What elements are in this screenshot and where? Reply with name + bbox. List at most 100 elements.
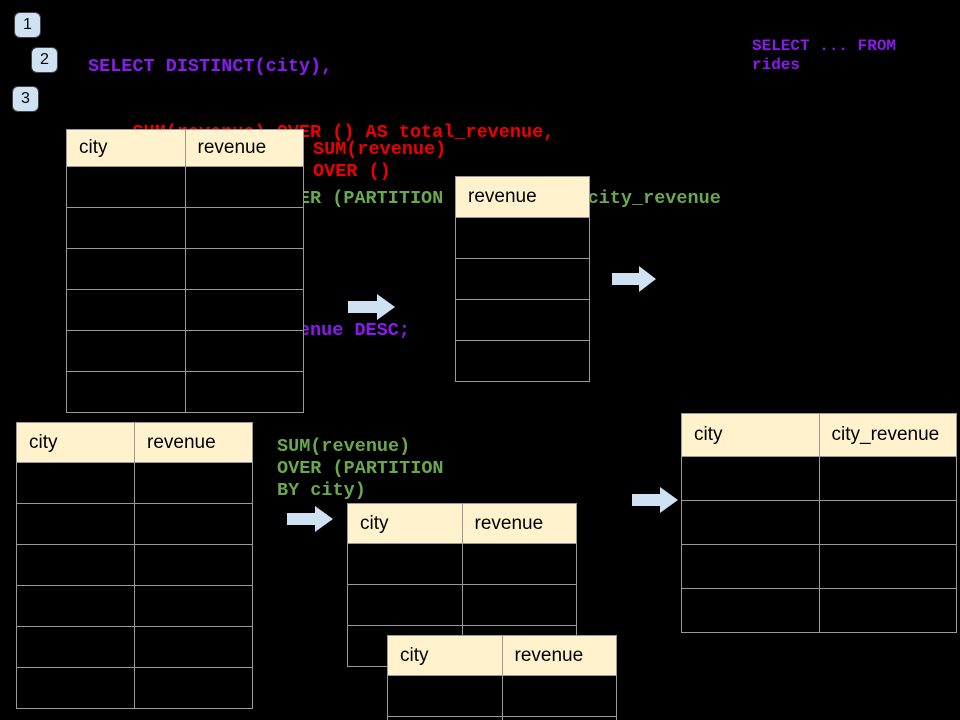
empty-cell <box>134 667 253 709</box>
column-header: city <box>347 503 463 544</box>
table-row <box>66 248 304 290</box>
empty-cell <box>818 588 957 633</box>
empty-cell <box>461 543 577 585</box>
empty-cell <box>16 462 135 504</box>
table-row <box>66 207 304 249</box>
step-badge-1: 1 <box>14 12 41 38</box>
column-header: revenue <box>184 129 304 167</box>
empty-cell <box>16 667 135 709</box>
table-row <box>16 544 253 586</box>
table-row <box>455 258 590 300</box>
table-row <box>681 544 957 589</box>
empty-cell <box>134 626 253 668</box>
column-header: revenue <box>455 176 590 218</box>
empty-cell <box>818 500 957 545</box>
table-row <box>66 166 304 208</box>
empty-cell <box>16 626 135 668</box>
table-row <box>16 462 253 504</box>
table-row <box>347 543 577 585</box>
select-from-rides-note: SELECT ... FROM rides <box>752 37 897 74</box>
empty-cell <box>16 503 135 545</box>
right-arrow-icon <box>612 266 656 292</box>
empty-cell <box>184 166 304 208</box>
column-header: city <box>66 129 186 167</box>
empty-cell <box>16 544 135 586</box>
empty-cell <box>16 585 135 627</box>
table-row <box>66 289 304 331</box>
column-header: city <box>16 422 135 463</box>
empty-cell <box>184 371 304 413</box>
empty-cell <box>184 289 304 331</box>
empty-cell <box>818 456 957 501</box>
empty-cell <box>681 544 820 589</box>
sql-line-select: SELECT DISTINCT(city), <box>88 56 333 77</box>
empty-cell <box>66 330 186 372</box>
empty-cell <box>387 675 503 717</box>
empty-cell <box>681 588 820 633</box>
empty-cell <box>681 456 820 501</box>
table-row <box>66 371 304 413</box>
column-header: revenue <box>501 635 617 676</box>
revenue-column-table: revenue <box>455 176 590 382</box>
table-row <box>455 299 590 341</box>
table-row <box>387 716 617 720</box>
empty-cell <box>387 716 503 720</box>
annotation-sum-over-all: SUM(revenue) OVER () <box>313 139 447 182</box>
table-row <box>16 585 253 627</box>
annotation-sum-over-partition: SUM(revenue) OVER (PARTITION BY city) <box>277 436 444 501</box>
right-arrow-icon <box>287 506 333 532</box>
empty-cell <box>455 258 590 300</box>
empty-cell <box>134 544 253 586</box>
table-row <box>681 588 957 633</box>
column-header: city <box>681 413 820 457</box>
step-badge-3: 3 <box>12 86 39 112</box>
step-badge-2: 2 <box>31 47 58 73</box>
empty-cell <box>818 544 957 589</box>
table-row <box>16 503 253 545</box>
table-row <box>16 626 253 668</box>
empty-cell <box>347 543 463 585</box>
empty-cell <box>134 585 253 627</box>
column-header: revenue <box>134 422 253 463</box>
empty-cell <box>455 340 590 382</box>
empty-cell <box>501 675 617 717</box>
column-header: city_revenue <box>818 413 957 457</box>
empty-cell <box>455 217 590 259</box>
table-row <box>681 456 957 501</box>
empty-cell <box>134 503 253 545</box>
empty-cell <box>66 207 186 249</box>
empty-cell <box>184 207 304 249</box>
right-arrow-icon <box>348 294 395 320</box>
table-row <box>387 675 617 717</box>
empty-cell <box>461 584 577 626</box>
right-arrow-icon <box>632 487 678 513</box>
empty-cell <box>66 289 186 331</box>
empty-cell <box>66 248 186 290</box>
table-row <box>347 584 577 626</box>
empty-cell <box>134 462 253 504</box>
empty-cell <box>184 248 304 290</box>
empty-cell <box>184 330 304 372</box>
header-row: revenue <box>455 176 590 218</box>
column-header: revenue <box>461 503 577 544</box>
table-row <box>16 667 253 709</box>
table-row <box>66 330 304 372</box>
empty-cell <box>501 716 617 720</box>
column-header: city <box>387 635 503 676</box>
table-row <box>455 217 590 259</box>
table-row <box>681 500 957 545</box>
empty-cell <box>66 166 186 208</box>
empty-cell <box>66 371 186 413</box>
table-row <box>455 340 590 382</box>
